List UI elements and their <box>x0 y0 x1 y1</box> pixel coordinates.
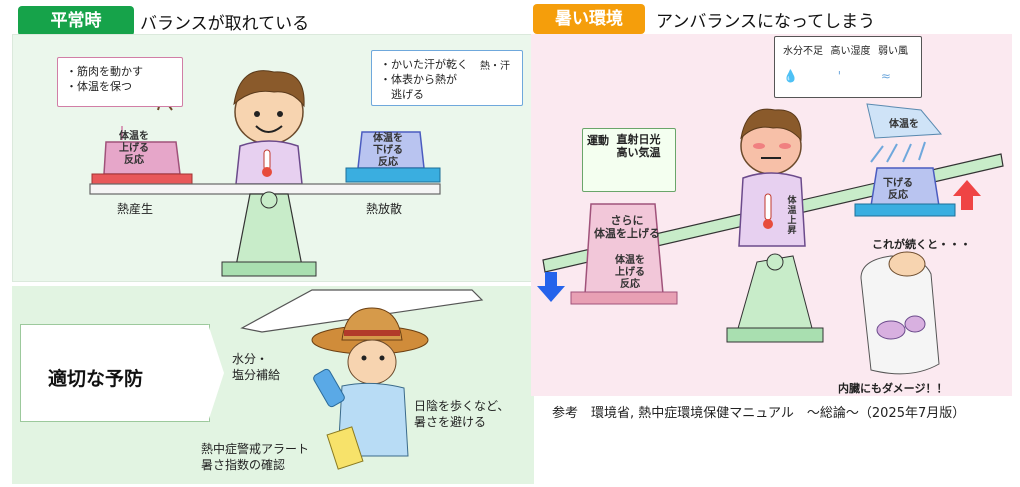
bubble-line-skin: ・体表から熱が <box>380 73 457 86</box>
source-citation: 参考 環境省, 熱中症環境保健マニュアル ～総論～（2025年7月版） <box>552 406 966 421</box>
prevention-arrow <box>208 324 224 422</box>
normal-badge: 平常時 <box>18 6 134 36</box>
heat-production-label: 熱産生 <box>117 202 154 216</box>
cause-box: 運動 直射日光 高い気温 <box>582 128 676 192</box>
cause-exercise: 運動 <box>587 134 609 147</box>
hot-left-cup-label: 体温を 上げる 反応 <box>615 255 645 290</box>
water-salt-label: 水分・ 塩分補給 <box>232 352 281 382</box>
prevention-illustration <box>35 289 484 470</box>
prevention-title: 適切な予防 <box>48 368 144 390</box>
fan-label: 体温を <box>889 119 919 130</box>
hot-right-cup-label: 下げる 反応 <box>883 178 913 201</box>
heat-production-bubble: ・筋肉を動かす ・体温を保つ <box>57 57 183 107</box>
avoid-heat-label: 日陰を歩くなど、 暑さを避ける <box>414 399 510 429</box>
down-arrow-icon <box>537 272 565 302</box>
up-arrow-icon <box>953 180 981 210</box>
hot-badge: 暑い環境 <box>533 4 645 34</box>
boy-drinking-icon <box>311 307 429 470</box>
body-temp-rise-label: 体 温 上 昇 <box>787 196 797 236</box>
cause-high-temp: 高い気温 <box>616 146 661 159</box>
normal-description: バランスが取れている <box>140 14 310 34</box>
cause-sunlight: 直射日光 <box>616 133 661 146</box>
environment-box: 水分不足 高い湿度 弱い風 💧 ' ≈ <box>774 36 922 98</box>
hot-scale-illustration <box>537 63 1004 375</box>
bubble-line-sweat: ・かいた汗が乾く <box>380 58 468 71</box>
raise-more-label: さらに 体温を上げる <box>594 214 660 240</box>
boy-icon <box>233 70 305 185</box>
overheated-boy-icon <box>738 108 806 247</box>
continue-label: これが続くと・・・ <box>872 238 971 251</box>
heat-sweat-label: 熱・汗 <box>480 61 510 72</box>
env-label-dehydration: 水分不足 <box>783 46 823 57</box>
env-label-weak-wind: 弱い風 <box>878 46 908 57</box>
normal-scale-illustration <box>89 70 511 277</box>
bubble-line-escape: 逃げる <box>380 88 424 101</box>
heat-alert-label: 熱中症警戒アラート 暑さ指数の確認 <box>201 442 310 472</box>
organ-damage-label: 内臓にもダメージ！！ <box>838 382 948 395</box>
right-cup-label: 体温を 下げる 反応 <box>373 133 403 168</box>
env-label-humidity: 高い湿度 <box>830 46 871 57</box>
prevention-title-box <box>20 324 210 422</box>
bubble-line-keep-temp: ・体温を保つ <box>66 80 132 93</box>
left-cup-label: 体温を 上げる 反応 <box>119 131 149 166</box>
heat-dissipation-bubble: ・かいた汗が乾く ・体表から熱が 逃げる <box>371 50 523 106</box>
organ-damage-figure <box>860 251 940 375</box>
fan-paper-icon <box>866 103 943 139</box>
bubble-line-muscle: ・筋肉を動かす <box>66 65 143 78</box>
env-icons: 💧 ' ≈ <box>783 69 909 83</box>
steam-arrows-icon <box>870 141 926 163</box>
hot-description: アンバランスになってしまう <box>656 12 876 32</box>
heat-dissipation-label: 熱放散 <box>366 202 403 216</box>
